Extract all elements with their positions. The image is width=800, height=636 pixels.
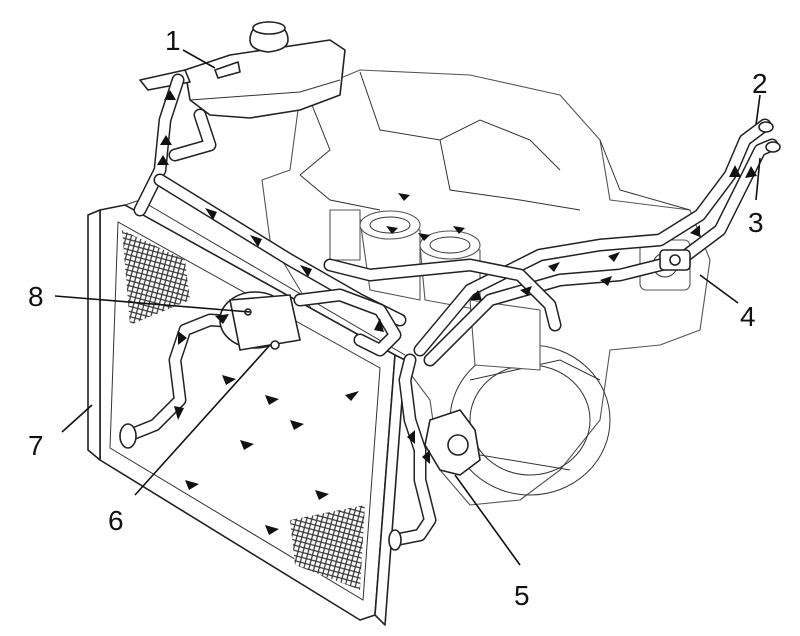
callout-4: 4 bbox=[740, 301, 756, 332]
leader-7 bbox=[61, 404, 93, 433]
callout-5: 5 bbox=[514, 580, 530, 611]
leader-4 bbox=[699, 274, 739, 304]
leader-8 bbox=[54, 295, 251, 313]
leader-5 bbox=[454, 474, 521, 566]
callout-2: 2 bbox=[752, 68, 768, 99]
leader-2 bbox=[755, 94, 761, 126]
coolant-pump bbox=[424, 409, 481, 476]
callout-6: 6 bbox=[108, 505, 124, 536]
thermostat-housing bbox=[219, 291, 301, 351]
leader-3 bbox=[755, 157, 761, 201]
hose-connector bbox=[659, 249, 691, 271]
callout-3: 3 bbox=[748, 207, 764, 238]
callout-1: 1 bbox=[165, 25, 181, 56]
leader-lines bbox=[54, 49, 761, 566]
callouts: 1 2 3 4 5 6 7 8 bbox=[28, 25, 768, 611]
leader-6 bbox=[134, 344, 271, 496]
callout-7: 7 bbox=[28, 430, 44, 461]
callout-8: 8 bbox=[28, 281, 44, 312]
flow-arrows bbox=[157, 90, 757, 535]
leader-1 bbox=[182, 49, 216, 69]
